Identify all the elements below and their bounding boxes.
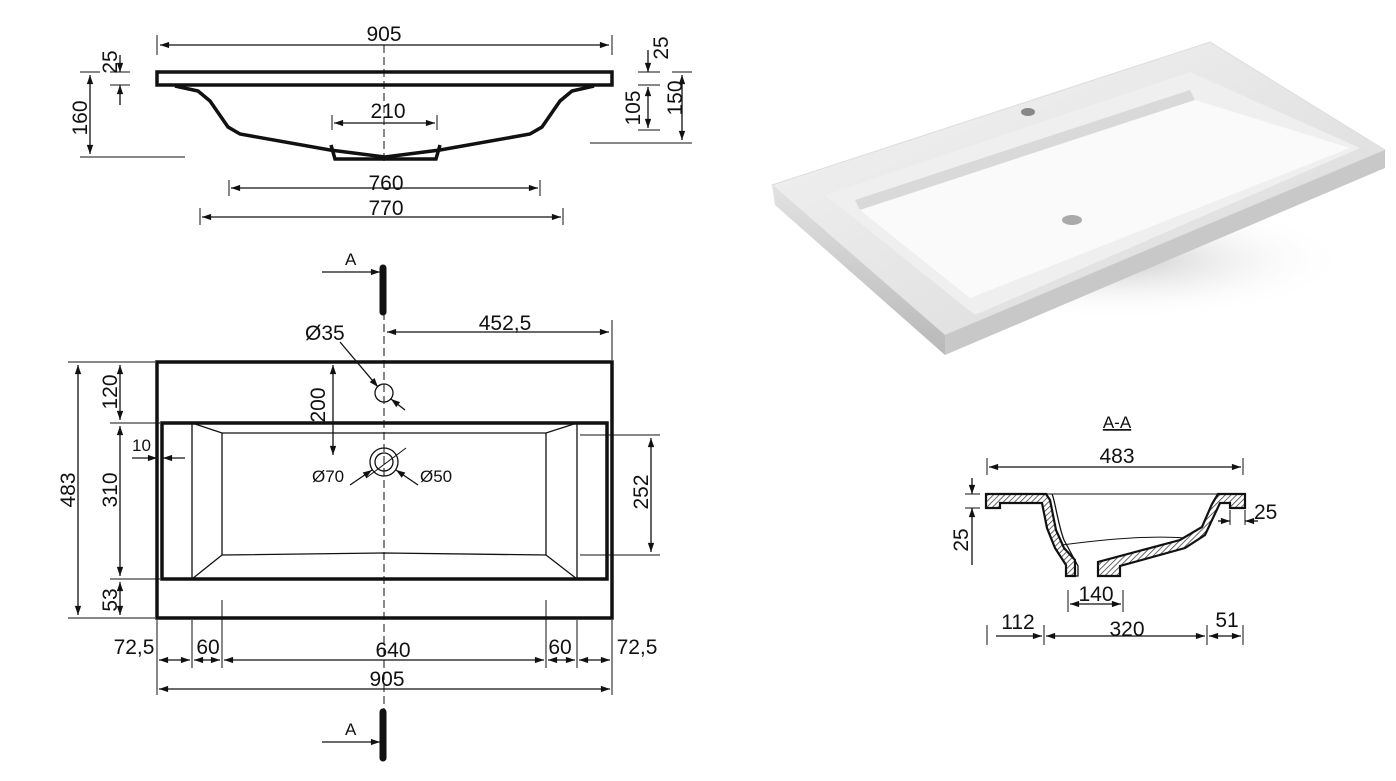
side-view: 905 25 160 210 760 770 25 105 150 <box>69 23 692 225</box>
section-left-wall <box>984 492 1077 578</box>
dim-label: 483 <box>57 472 80 507</box>
dim-label: 310 <box>99 472 122 507</box>
dim-label: 72,5 <box>617 636 658 659</box>
dim-label: 25 <box>950 528 973 551</box>
bowl-outline <box>174 84 595 159</box>
section-title: A-A <box>1103 413 1132 432</box>
dim-label: 905 <box>366 23 401 46</box>
drain-outer <box>369 447 399 477</box>
section-label: A <box>345 720 357 739</box>
dim-label: 210 <box>370 100 405 123</box>
dim-label: Ø50 <box>420 467 452 486</box>
dim-label: 160 <box>69 100 92 135</box>
dim-label: 72,5 <box>114 636 155 659</box>
tap-hole <box>1021 108 1035 116</box>
dim-label: 25 <box>1254 501 1277 524</box>
dim-label: 60 <box>196 636 219 659</box>
dim-label: 760 <box>368 172 403 195</box>
drain-inner <box>374 452 394 472</box>
dim-label: 905 <box>369 668 404 691</box>
dim-label: 25 <box>650 36 673 59</box>
dim-label: 770 <box>368 197 403 220</box>
section-label: A <box>345 250 357 269</box>
drain-hole <box>1062 215 1082 225</box>
dim-label: 320 <box>1109 618 1144 641</box>
dim-label: 140 <box>1078 583 1113 606</box>
dim-label: 200 <box>307 387 330 422</box>
section-a-a: A-A 483 25 25 140 112 320 51 <box>950 413 1277 645</box>
section-right-wall <box>1096 492 1247 578</box>
dim-label: 10 <box>132 436 151 455</box>
dim-label: 483 <box>1099 445 1134 468</box>
dim-label: 105 <box>622 90 645 125</box>
dim-label: 53 <box>99 588 122 611</box>
dim-label: 150 <box>664 80 687 115</box>
drain-outline <box>329 144 442 161</box>
dim-label: 112 <box>1001 611 1034 634</box>
dim-label: Ø35 <box>305 322 345 345</box>
dim-label: 452,5 <box>479 312 532 335</box>
top-view: A A 452,5 Ø35 200 Ø70 Ø50 483 120 310 53… <box>57 250 660 762</box>
dim-label: 120 <box>99 374 122 409</box>
dim-label: 25 <box>99 50 122 73</box>
dim-label: 60 <box>548 636 571 659</box>
product-render <box>771 41 1387 355</box>
dim-label: Ø70 <box>312 467 344 486</box>
dim-label: 51 <box>1215 609 1238 632</box>
dim-label: 252 <box>630 474 653 509</box>
dim-label: 640 <box>375 639 410 662</box>
tap-hole <box>374 383 394 403</box>
